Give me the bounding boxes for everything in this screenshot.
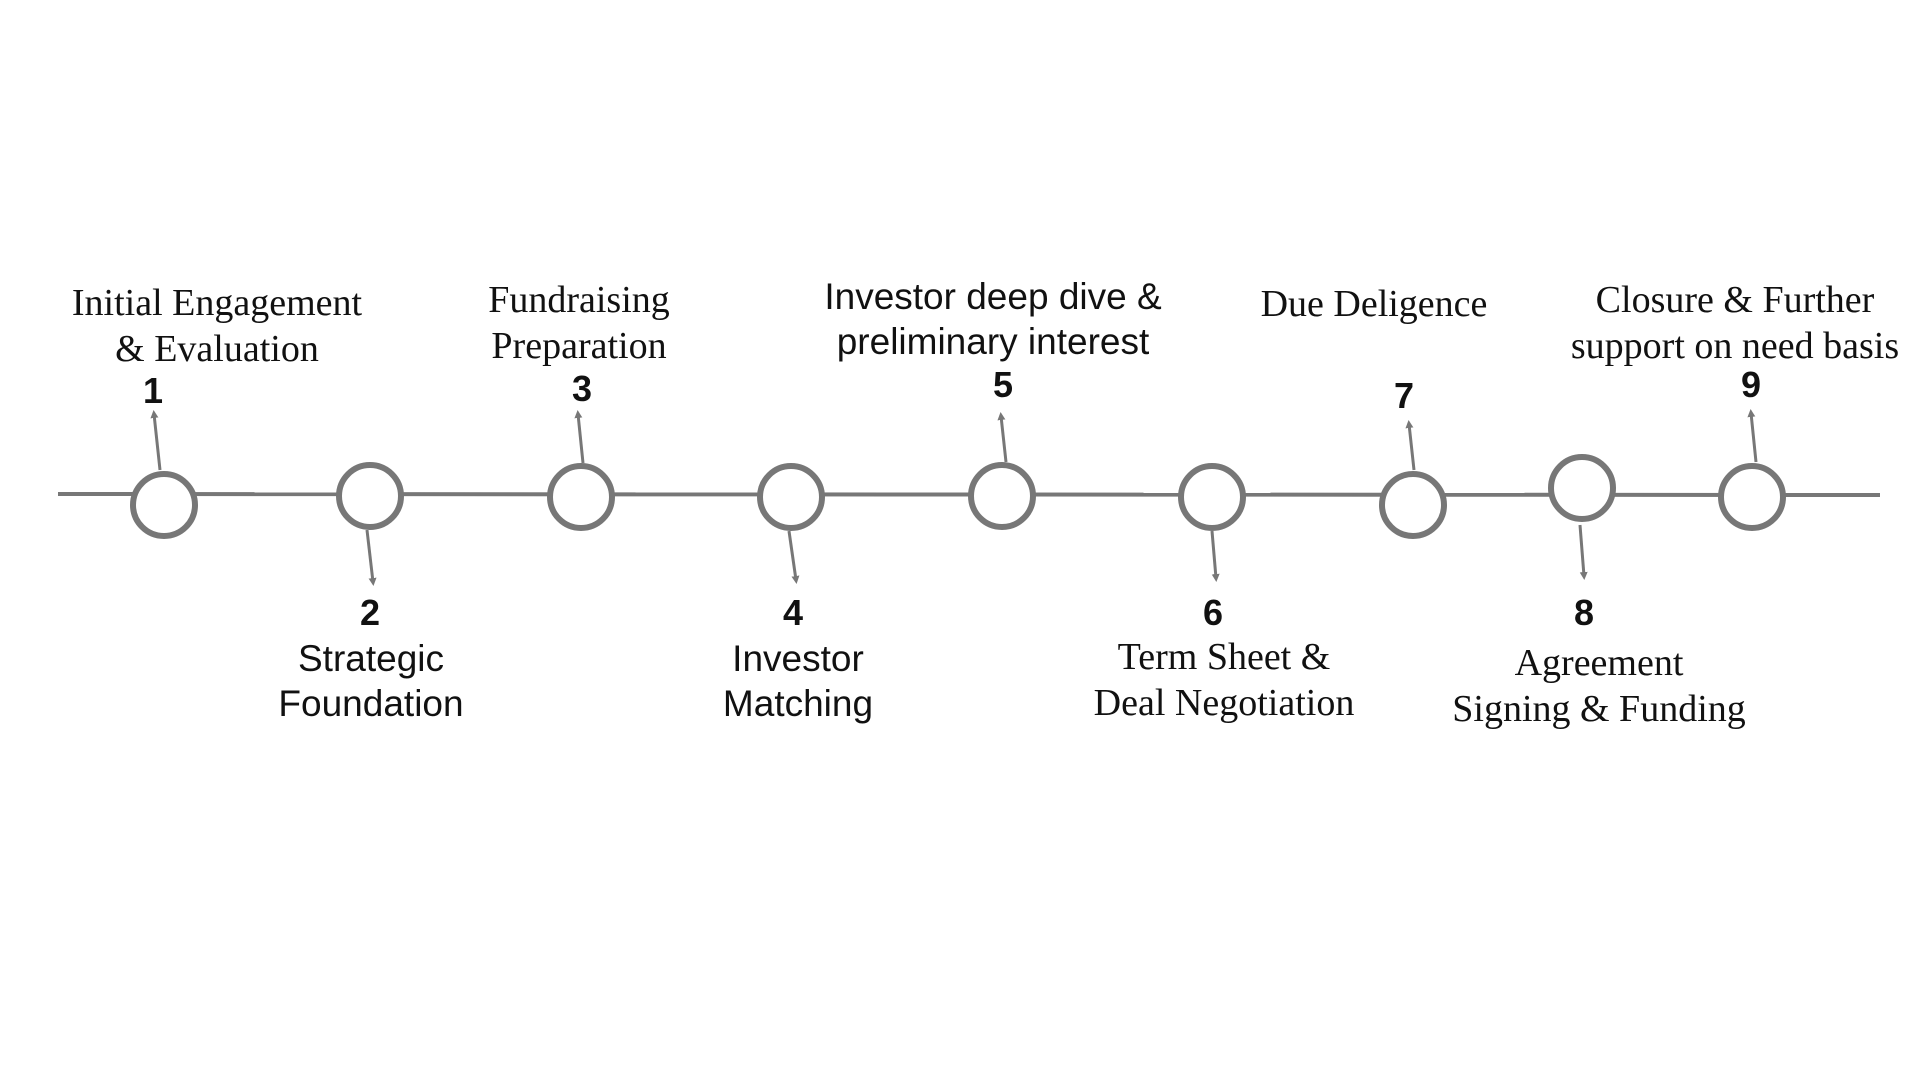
step-5-node	[968, 462, 1036, 530]
step-4-label: Investor Matching	[722, 638, 874, 725]
step-8-node	[1548, 454, 1616, 522]
step-8-label: Agreement Signing & Funding	[1452, 642, 1746, 731]
step-4-node	[757, 463, 825, 531]
step-2-arrow	[365, 529, 377, 586]
step-8-number: 8	[1573, 592, 1595, 633]
step-6-number: 6	[1202, 592, 1224, 633]
step-6-arrow	[1210, 530, 1220, 582]
step-6-label: Term Sheet & Deal Negotiation	[1093, 636, 1355, 725]
step-1-arrow	[150, 410, 162, 471]
step-9-arrow	[1747, 409, 1758, 463]
step-9-node	[1718, 463, 1786, 531]
step-8-arrow	[1578, 524, 1588, 580]
step-3-number: 3	[571, 368, 593, 409]
step-3-label: Fundraising Preparation	[488, 279, 670, 368]
step-7-arrow	[1405, 420, 1416, 471]
step-6-node	[1178, 463, 1246, 531]
step-1-label: Initial Engagement & Evaluation	[71, 282, 363, 371]
step-9-label: Closure & Further support on need basis	[1570, 279, 1900, 368]
step-4-arrow	[787, 530, 800, 584]
step-1-node	[130, 471, 198, 539]
step-2-number: 2	[359, 592, 381, 633]
step-3-arrow	[574, 410, 585, 464]
step-3-node	[547, 463, 615, 531]
step-5-label: Investor deep dive & preliminary interes…	[824, 276, 1162, 363]
step-5-number: 5	[992, 364, 1014, 405]
step-2-label: Strategic Foundation	[278, 638, 464, 725]
step-7-label: Due Deligence	[1260, 283, 1488, 325]
step-7-node	[1379, 471, 1447, 539]
step-4-number: 4	[782, 592, 804, 633]
step-5-arrow	[997, 412, 1008, 463]
step-1-number: 1	[142, 370, 164, 411]
step-7-number: 7	[1393, 375, 1415, 416]
step-9-number: 9	[1740, 364, 1762, 405]
step-2-node	[336, 462, 404, 530]
